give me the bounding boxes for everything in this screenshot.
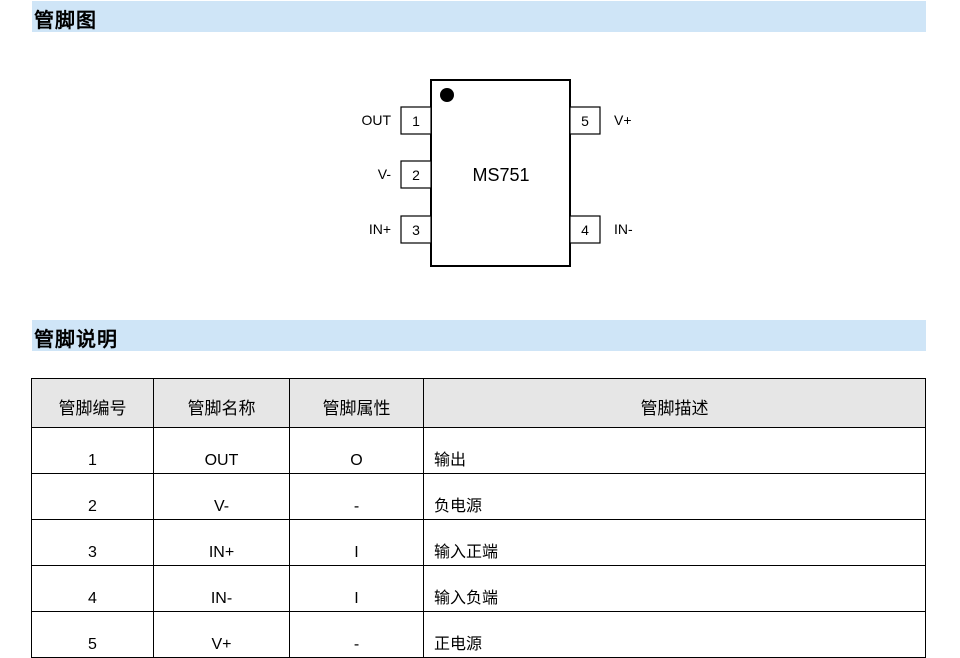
pin-number-3: 3 [412,222,420,238]
cell-pin-attribute: - [289,473,424,520]
cell-pin-attribute: I [289,565,424,612]
pin-box-3 [400,215,432,244]
table-header-row: 管脚编号 管脚名称 管脚属性 管脚描述 [31,378,926,428]
cell-pin-description: 输出 [423,427,926,474]
table-row: 2 V- - 负电源 [31,473,926,520]
pin-description-section-title: 管脚说明 [34,327,118,351]
pin-label-4: IN- [614,221,633,237]
chip-name: MS751 [472,165,529,185]
cell-pin-attribute: - [289,611,424,658]
cell-pin-number: 2 [31,473,154,520]
chip-body [430,79,571,267]
pinout-section-title: 管脚图 [34,8,97,32]
pinout-section-header: 管脚图 [32,1,926,32]
table-row: 4 IN- I 输入负端 [31,565,926,612]
pin-box-4 [569,215,601,244]
header-pin-attribute: 管脚属性 [289,378,424,428]
pin-label-1: OUT [361,112,391,128]
cell-pin-number: 3 [31,519,154,566]
cell-pin-number: 5 [31,611,154,658]
cell-pin-attribute: I [289,519,424,566]
cell-pin-description: 负电源 [423,473,926,520]
table-row: 3 IN+ I 输入正端 [31,519,926,566]
pin-number-4: 4 [581,222,589,238]
pin1-marker-dot [440,88,454,102]
pin-box-5 [569,106,601,135]
table-row: 1 OUT O 输出 [31,427,926,474]
pin-box-1 [400,106,432,135]
cell-pin-name: V+ [153,611,290,658]
pin-description-table: 管脚编号 管脚名称 管脚属性 管脚描述 1 OUT O 输出 2 V- - 负电… [31,378,926,658]
cell-pin-description: 输入正端 [423,519,926,566]
cell-pin-description: 输入负端 [423,565,926,612]
cell-pin-name: IN+ [153,519,290,566]
table-row: 5 V+ - 正电源 [31,611,926,658]
pin-number-1: 1 [412,113,420,129]
header-pin-name: 管脚名称 [153,378,290,428]
pin-number-5: 5 [581,113,589,129]
pin-description-section-header: 管脚说明 [32,320,926,351]
cell-pin-name: IN- [153,565,290,612]
cell-pin-name: OUT [153,427,290,474]
header-pin-number: 管脚编号 [31,378,154,428]
cell-pin-name: V- [153,473,290,520]
pin-number-2: 2 [412,167,420,183]
pinout-diagram: MS751 1 OUT 2 V- 3 IN+ 4 IN- 5 V+ [361,79,633,267]
pin-label-5: V+ [614,112,632,128]
pin-box-2 [400,160,432,189]
pin-label-2: V- [378,166,392,182]
header-pin-description: 管脚描述 [423,378,926,428]
cell-pin-attribute: O [289,427,424,474]
cell-pin-description: 正电源 [423,611,926,658]
cell-pin-number: 4 [31,565,154,612]
cell-pin-number: 1 [31,427,154,474]
pin-label-3: IN+ [369,221,391,237]
